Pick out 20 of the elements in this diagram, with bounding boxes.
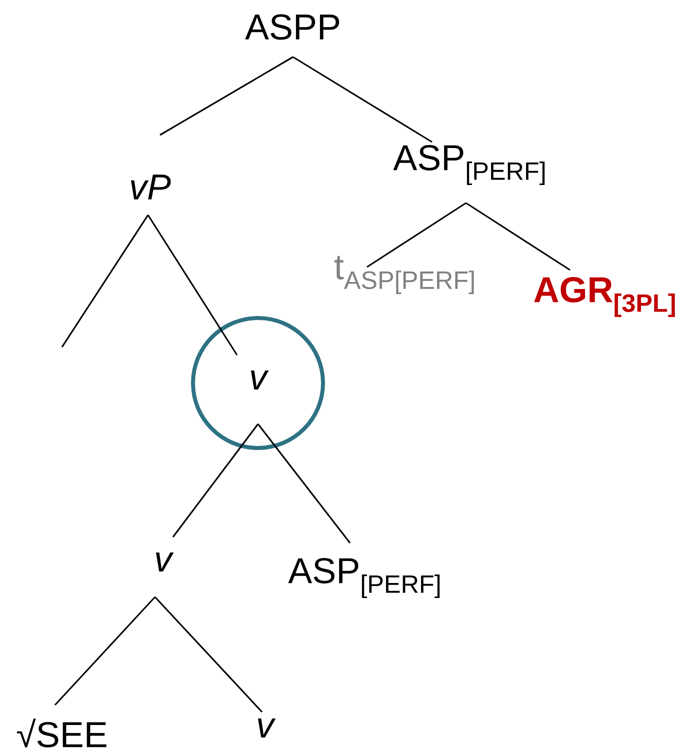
tree-label: vP (130, 174, 171, 200)
tree-label: v (258, 718, 276, 738)
branch-line (61, 214, 149, 348)
branch-line (292, 56, 432, 143)
tree-label: v (156, 552, 174, 572)
tree-label: v (250, 370, 269, 390)
tree-label: ASP$_{[PERF]}$ (288, 558, 440, 598)
tree-label: AGR$_{[3PL]}$ (534, 276, 675, 318)
branch-line (172, 424, 259, 538)
tree-label: t$_{ASP[PERF]}$ (334, 256, 474, 294)
tree-label: √SEE (17, 718, 106, 748)
branch-line (257, 424, 351, 544)
branch-line (147, 214, 238, 356)
branch-line (160, 56, 294, 136)
branch-line (54, 596, 156, 706)
branch-line (366, 202, 466, 268)
branch-line (154, 596, 263, 713)
tree-label: ASPP (245, 14, 340, 40)
tree-label: ASP$_{[PERF]}$ (393, 144, 545, 186)
branch-line (466, 202, 570, 271)
